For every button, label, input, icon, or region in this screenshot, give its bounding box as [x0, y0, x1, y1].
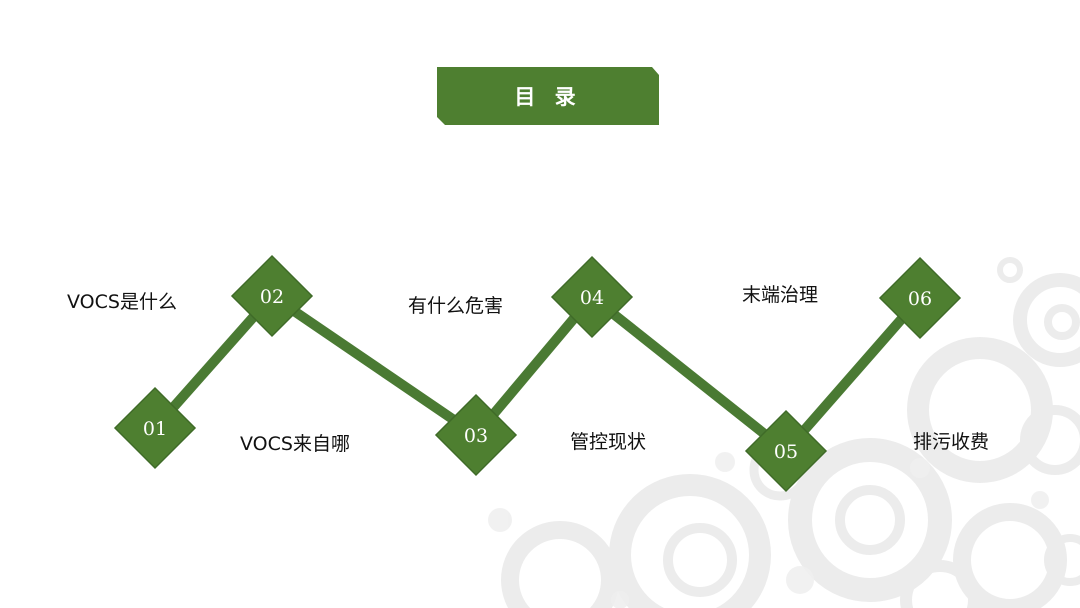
connector-line	[588, 293, 790, 455]
diamond-shape	[434, 393, 518, 477]
diamond-shape	[744, 409, 828, 493]
step-nodes: 01 02 03 04 05 06	[113, 254, 962, 493]
step-number: 01	[143, 418, 167, 440]
connector-line	[151, 292, 276, 432]
title-banner: 目 录	[437, 67, 659, 125]
step-number: 04	[580, 287, 604, 309]
diamond-shape	[550, 255, 634, 339]
step-label-05: 末端治理	[742, 284, 819, 306]
step-label-04: 管控现状	[570, 431, 647, 453]
step-number: 05	[774, 441, 798, 463]
step-number: 02	[260, 286, 284, 308]
connector-line	[472, 293, 596, 439]
step-diamond-03: 03	[434, 393, 518, 477]
connector-line	[782, 294, 924, 455]
step-label-06: 排污收费	[913, 431, 990, 453]
page-title: 目 录	[514, 85, 582, 109]
step-diamond-02: 02	[230, 254, 314, 338]
connector-line	[269, 291, 479, 440]
diamond-shape	[230, 254, 314, 338]
connector-lines	[151, 291, 924, 455]
step-diamond-04: 04	[550, 255, 634, 339]
diamond-shape	[113, 386, 197, 470]
step-label-01: VOCS是什么	[67, 291, 177, 313]
step-number: 06	[908, 288, 932, 310]
step-diamond-05: 05	[744, 409, 828, 493]
step-diamond-01: 01	[113, 386, 197, 470]
step-number: 03	[464, 425, 488, 447]
step-diamond-06: 06	[878, 256, 962, 340]
step-label-03: 有什么危害	[408, 295, 504, 317]
step-label-02: VOCS来自哪	[240, 433, 350, 455]
diamond-shape	[878, 256, 962, 340]
